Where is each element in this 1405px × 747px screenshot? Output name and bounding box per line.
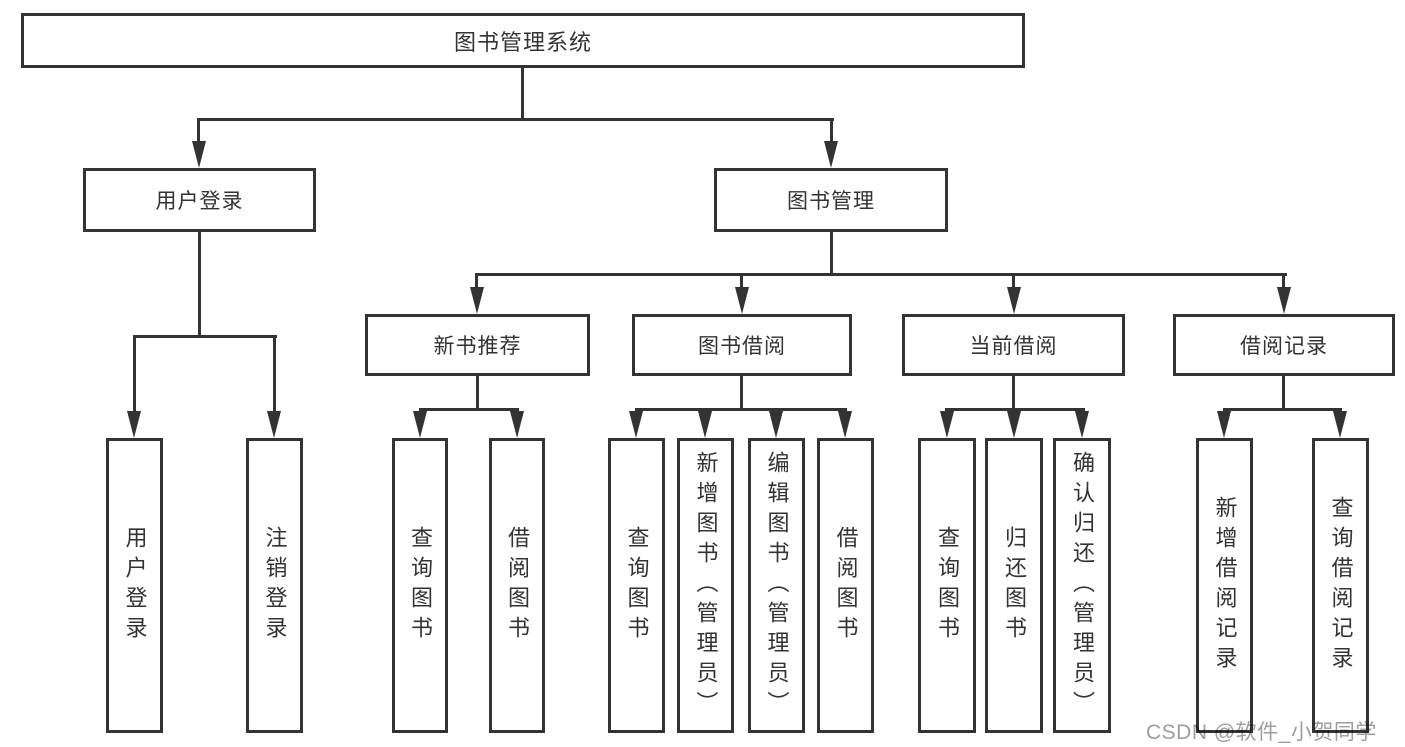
leaf-confirm-return-admin: 确认归还（管理员） xyxy=(1053,438,1111,733)
connector-line xyxy=(635,408,847,411)
leaf-user-login: 用户登录 xyxy=(106,438,163,733)
connector-line xyxy=(740,376,743,411)
node-book-borrowing: 图书借阅 xyxy=(632,314,852,376)
arrowhead-down-icon xyxy=(1333,411,1347,438)
connector-line xyxy=(133,335,277,338)
leaf-query-books-borrowing: 查询图书 xyxy=(608,438,665,733)
leaf-query-borrow-record: 查询借阅记录 xyxy=(1312,438,1369,733)
arrowhead-down-icon xyxy=(413,411,427,438)
csdn-watermark: CSDN @软件_小贺同学 xyxy=(1146,721,1377,744)
arrowhead-down-icon xyxy=(267,411,281,438)
arrowhead-down-icon xyxy=(698,411,712,438)
node-book-borrowing-label: 图书借阅 xyxy=(698,335,786,358)
leaf-edit-book-admin: 编辑图书（管理员） xyxy=(748,438,805,733)
arrowhead-down-icon xyxy=(735,287,749,314)
node-new-book-recommend: 新书推荐 xyxy=(365,314,590,376)
arrowhead-down-icon xyxy=(1007,411,1021,438)
connector-line xyxy=(740,273,743,291)
node-current-borrowing: 当前借阅 xyxy=(902,314,1125,376)
arrowhead-down-icon xyxy=(940,411,954,438)
leaf-query-books-current: 查询图书 xyxy=(918,438,976,733)
connector-line xyxy=(1012,376,1015,411)
node-book-management-label: 图书管理 xyxy=(787,190,875,213)
arrowhead-down-icon xyxy=(824,141,838,168)
connector-line xyxy=(198,232,201,338)
leaf-add-book-admin: 新增图书（管理员） xyxy=(677,438,734,733)
leaf-borrow-books-recommend-label: 借阅图书 xyxy=(505,525,530,646)
leaf-borrow-books-recommend: 借阅图书 xyxy=(489,438,545,733)
arrowhead-down-icon xyxy=(769,411,783,438)
connector-line xyxy=(830,118,833,146)
arrowhead-down-icon xyxy=(470,287,484,314)
connector-line xyxy=(1282,273,1285,291)
leaf-query-books-borrowing-label: 查询图书 xyxy=(624,525,650,646)
arrowhead-down-icon xyxy=(1007,287,1021,314)
arrowhead-down-icon xyxy=(127,411,141,438)
node-root: 图书管理系统 xyxy=(21,13,1025,68)
arrowhead-down-icon xyxy=(1217,411,1231,438)
leaf-add-book-admin-label: 新增图书（管理员） xyxy=(693,450,719,721)
leaf-user-login-label: 用户登录 xyxy=(122,525,148,646)
arrowhead-down-icon xyxy=(192,141,206,168)
node-borrowing-records: 借阅记录 xyxy=(1173,314,1395,376)
connector-line xyxy=(198,118,834,121)
node-current-borrowing-label: 当前借阅 xyxy=(969,335,1058,358)
node-new-book-recommend-label: 新书推荐 xyxy=(433,335,522,358)
leaf-query-books-recommend: 查询图书 xyxy=(392,438,448,733)
leaf-query-books-current-label: 查询图书 xyxy=(935,525,960,646)
connector-line xyxy=(1223,408,1342,411)
connector-line xyxy=(476,376,479,411)
leaf-borrow-books-borrowing: 借阅图书 xyxy=(817,438,874,733)
connector-line xyxy=(1012,273,1015,291)
connector-line xyxy=(521,68,524,121)
leaf-add-borrow-record-label: 新增借阅记录 xyxy=(1212,495,1238,676)
arrowhead-down-icon xyxy=(629,411,643,438)
connector-line xyxy=(830,232,833,276)
connector-line xyxy=(476,273,1287,276)
leaf-query-borrow-record-label: 查询借阅记录 xyxy=(1328,495,1354,676)
connector-line xyxy=(419,408,519,411)
arrowhead-down-icon xyxy=(1075,411,1089,438)
connector-line xyxy=(1282,376,1285,411)
leaf-confirm-return-admin-label: 确认归还（管理员） xyxy=(1070,450,1095,721)
arrowhead-down-icon xyxy=(510,411,524,438)
leaf-logout-label: 注销登录 xyxy=(262,525,288,646)
leaf-return-book: 归还图书 xyxy=(985,438,1043,733)
leaf-borrow-books-borrowing-label: 借阅图书 xyxy=(833,525,859,646)
arrowhead-down-icon xyxy=(1277,287,1291,314)
connector-line xyxy=(475,273,478,291)
connector-line xyxy=(273,335,276,413)
node-borrowing-records-label: 借阅记录 xyxy=(1240,335,1328,358)
connector-line xyxy=(945,408,1085,411)
leaf-logout: 注销登录 xyxy=(246,438,303,733)
arrowhead-down-icon xyxy=(838,411,852,438)
leaf-add-borrow-record: 新增借阅记录 xyxy=(1196,438,1253,733)
node-user-login: 用户登录 xyxy=(83,168,316,232)
connector-line xyxy=(197,118,200,146)
node-root-label: 图书管理系统 xyxy=(453,29,592,55)
node-user-login-label: 用户登录 xyxy=(155,190,244,213)
leaf-return-book-label: 归还图书 xyxy=(1002,525,1027,646)
connector-line xyxy=(133,335,136,413)
node-book-management: 图书管理 xyxy=(714,168,948,232)
leaf-edit-book-admin-label: 编辑图书（管理员） xyxy=(764,450,790,721)
leaf-query-books-recommend-label: 查询图书 xyxy=(408,525,433,646)
